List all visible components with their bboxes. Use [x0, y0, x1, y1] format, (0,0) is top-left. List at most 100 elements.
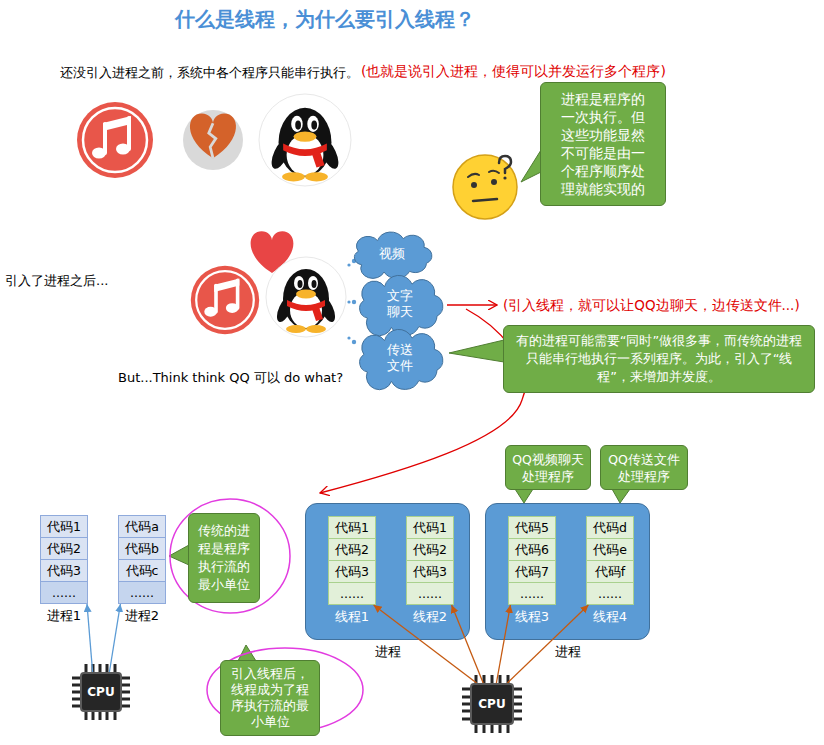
code-cell: 代码1 — [406, 516, 454, 539]
broken-heart-icon — [183, 110, 243, 170]
thought-dots — [347, 263, 350, 266]
qq-penguin-icon — [268, 108, 342, 182]
process-box: 进程代码1代码2代码3......线程1代码1代码2代码3......线程2 — [305, 503, 470, 640]
code-cell: ...... — [118, 581, 166, 604]
code-cell: 代码2 — [40, 537, 88, 560]
thought-dots — [347, 259, 356, 344]
process-label: 进程 — [306, 644, 469, 660]
note-text: But...Think think QQ 可以 do what? — [118, 369, 343, 387]
qq-penguin-icon — [259, 94, 351, 186]
cloud-outline — [360, 275, 443, 335]
broken-heart-icon — [209, 123, 216, 158]
music-icon — [191, 266, 259, 334]
cloud-shape: 文字聊天 — [357, 278, 443, 330]
music-icon — [77, 102, 153, 178]
cpu-chip: CPU — [80, 672, 122, 712]
callout-text: QQ视频聊天处理程序 — [510, 451, 586, 485]
stack-label: 线程3 — [508, 609, 556, 625]
code-cell: 代码7 — [508, 560, 556, 583]
code-stack: 代码a代码b代码c......进程2 — [118, 515, 166, 604]
cpu-text: CPU — [478, 697, 505, 711]
cpu-pins — [72, 664, 130, 720]
code-cell: 代码1 — [328, 516, 376, 539]
highlight-ellipse — [170, 499, 290, 613]
confused-emoji — [468, 171, 499, 177]
music-icon — [77, 102, 153, 178]
title: 什么是线程，为什么要引入线程？ — [175, 6, 475, 32]
broken-heart-icon — [190, 113, 236, 158]
code-stack: 代码1代码2代码3......线程1 — [328, 516, 376, 605]
code-cell: ...... — [406, 582, 454, 605]
red-arrow — [447, 304, 497, 305]
thought-dots — [347, 300, 350, 303]
broken-heart-icon — [183, 110, 243, 170]
callout-tail — [449, 340, 504, 362]
stack-label: 进程1 — [40, 608, 88, 624]
note-text: 引入了进程之后... — [5, 272, 108, 290]
confused-emoji — [453, 155, 517, 219]
process-label: 进程 — [486, 644, 649, 660]
cloud-outline — [354, 232, 431, 278]
thought-dots — [352, 340, 356, 344]
code-cell: 代码3 — [328, 560, 376, 583]
code-cell: 代码3 — [40, 559, 88, 582]
callout-tail — [612, 489, 630, 503]
code-cell: 代码b — [118, 537, 166, 560]
red-curve-arrow — [320, 309, 525, 493]
confused-emoji — [453, 155, 517, 219]
cpu-text: CPU — [87, 685, 114, 699]
music-icon — [191, 266, 259, 334]
note-text: (也就是说引入进程，使得可以并发运行多个程序) — [361, 62, 666, 80]
callout-tail — [521, 150, 541, 182]
code-cell: 代码a — [118, 515, 166, 538]
cloud-text: 传送文件 — [386, 342, 414, 374]
callout-box: 传统的进程是程序执行流的最小单位 — [188, 513, 260, 603]
cloud-text: 文字聊天 — [386, 288, 414, 320]
confused-emoji — [491, 179, 497, 185]
confused-emoji — [471, 182, 477, 188]
code-cell: ...... — [328, 582, 376, 605]
qq-penguin-icon — [268, 108, 342, 182]
code-cell: 代码d — [586, 516, 634, 539]
code-stack: 代码1代码2代码3......进程1 — [40, 515, 88, 604]
callout-text: 进程是程序的一次执行。但这些功能显然不可能是由一个程序顺序处理就能实现的 — [559, 90, 647, 198]
qq-penguin-icon — [266, 257, 346, 337]
confused-emoji — [499, 156, 511, 173]
qq-penguin-icon — [266, 257, 346, 337]
callout-box: QQ传送文件处理程序 — [600, 445, 688, 490]
cpu-chip: CPU — [470, 683, 514, 725]
callout-box: QQ视频聊天处理程序 — [505, 445, 591, 490]
stack-label: 线程2 — [406, 609, 454, 625]
thought-dots — [352, 300, 356, 304]
code-stack: 代码1代码2代码3......线程2 — [406, 516, 454, 605]
code-cell: 代码2 — [328, 538, 376, 561]
callout-box: 引入线程后，线程成为了程序执行流的最小单位 — [220, 660, 320, 736]
stack-label: 进程2 — [118, 608, 166, 624]
callout-text: 引入线程后，线程成为了程序执行流的最小单位 — [226, 666, 314, 730]
code-cell: 代码e — [586, 538, 634, 561]
code-cell: ...... — [508, 582, 556, 605]
code-cell: 代码f — [586, 560, 634, 583]
stack-label: 线程4 — [586, 609, 634, 625]
callout-text: 传统的进程是程序执行流的最小单位 — [198, 522, 250, 594]
code-cell: ...... — [586, 582, 634, 605]
code-cell: ...... — [40, 581, 88, 604]
confused-emoji — [503, 176, 506, 179]
thought-dots — [347, 336, 350, 339]
code-cell: 代码c — [118, 559, 166, 582]
callout-tail — [515, 489, 533, 503]
callout-box: 有的进程可能需要“同时”做很多事，而传统的进程只能串行地执行一系列程序。为此，引… — [503, 325, 815, 393]
note-text: 还没引入进程之前，系统中各个程序只能串行执行。 — [60, 64, 359, 82]
callout-text: QQ传送文件处理程序 — [605, 451, 683, 485]
callout-box: 进程是程序的一次执行。但这些功能显然不可能是由一个程序顺序处理就能实现的 — [540, 82, 666, 206]
callout-text: 有的进程可能需要“同时”做很多事，而传统的进程只能串行地执行一系列程序。为此，引… — [514, 332, 804, 386]
cpu-pins — [462, 675, 522, 733]
qq-penguin-icon — [274, 269, 339, 333]
cloud-shape: 视频 — [352, 234, 432, 274]
cloud-shape: 传送文件 — [357, 332, 443, 384]
connector — [109, 604, 120, 672]
note-text: (引入线程，就可以让QQ边聊天，边传送文件...) — [503, 296, 800, 314]
code-cell: 代码5 — [508, 516, 556, 539]
callout-tail — [169, 545, 189, 565]
